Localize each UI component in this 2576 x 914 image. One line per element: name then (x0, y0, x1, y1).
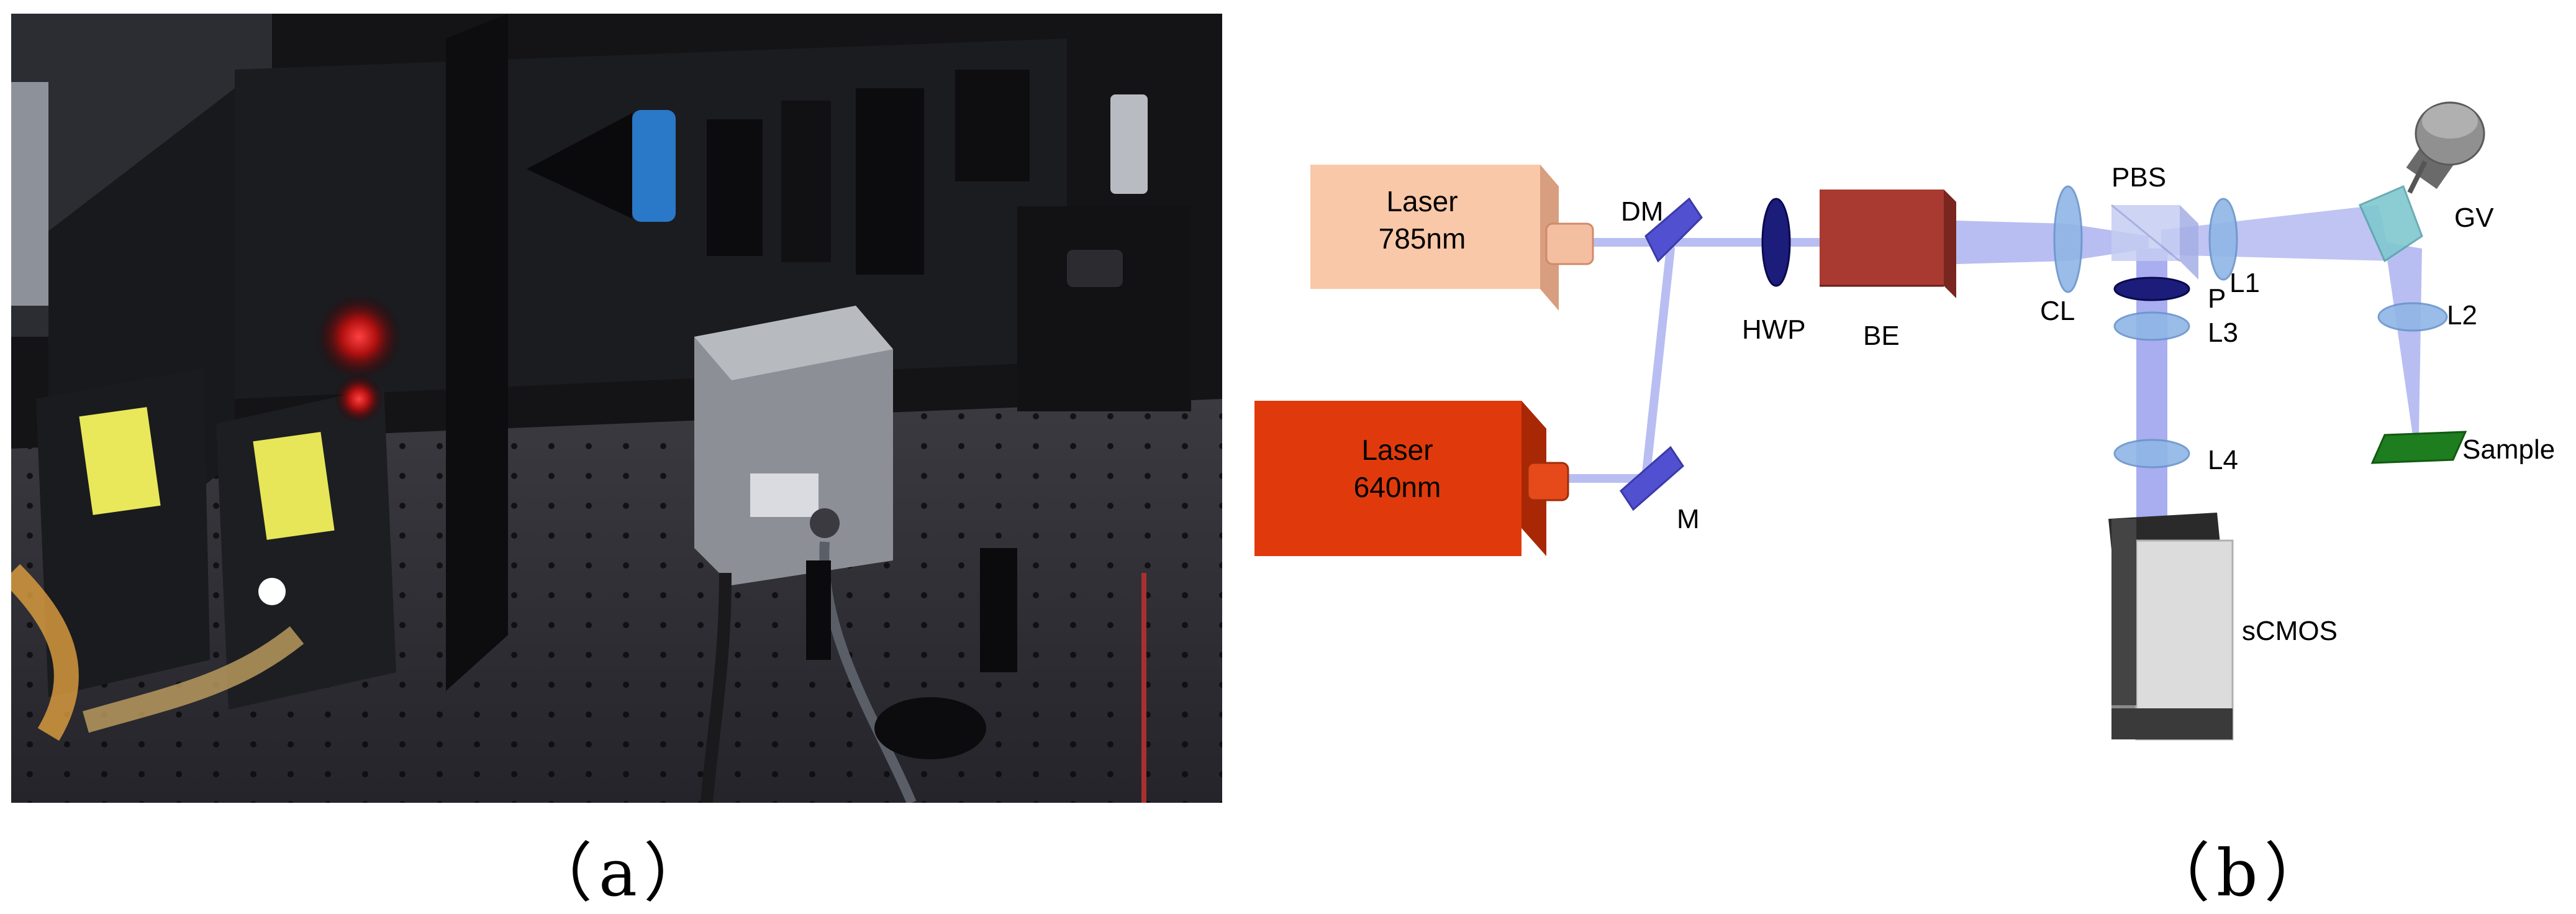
post (806, 560, 831, 660)
cylindrical-lens (2053, 185, 2083, 293)
laser-glow (334, 374, 384, 424)
galvo-mirror (2359, 185, 2423, 263)
ribbon-cable (83, 626, 304, 733)
laser-640-box: Laser 640nm (1254, 401, 1569, 556)
lens-l2 (2377, 302, 2448, 332)
l1-label: L1 (2229, 268, 2260, 298)
laser-glow (315, 293, 402, 380)
beam-be-to-cl (1956, 221, 2068, 264)
camera-side (694, 306, 893, 380)
beam-gv-to-sample (2385, 242, 2422, 435)
red-wire (1141, 573, 1146, 803)
l2-label: L2 (2447, 300, 2477, 331)
mount (856, 88, 924, 275)
sample-plate (2370, 431, 2467, 464)
gv-label: GV (2454, 203, 2494, 233)
ribbon-cable (11, 564, 79, 741)
laser-785-label-line1: Laser (1386, 185, 1458, 217)
p-label: P (2208, 283, 2226, 314)
hwp-label: HWP (1742, 314, 1806, 345)
camera-cable (701, 572, 732, 803)
mirror-m (1620, 446, 1684, 511)
polarizing-beam-splitter (2111, 204, 2198, 280)
objective-blue-ring (632, 110, 676, 222)
lens-l4 (2113, 439, 2190, 468)
post (980, 548, 1017, 672)
lens-l3 (2113, 311, 2190, 341)
laser-640-label-line1: Laser (1361, 434, 1433, 466)
polarizer (2113, 276, 2190, 301)
window-blind (11, 82, 48, 306)
laser-warning-label (253, 432, 335, 540)
beam-expander (1820, 190, 1956, 298)
laser-warning-label (79, 407, 161, 515)
beam-paths (1561, 205, 2422, 522)
optical-schematic: Laser 785nm Laser 640nm DM M HWP BE (1254, 101, 2555, 741)
micrometer (1110, 94, 1148, 194)
dichroic-mirror (1644, 197, 1703, 263)
galvo-scanner (2359, 101, 2485, 263)
camera-connector (810, 508, 840, 538)
mount (955, 70, 1030, 181)
sample-label: Sample (2462, 434, 2555, 465)
lab-setup-photo (11, 14, 1222, 803)
translation-stage (1017, 206, 1191, 411)
l4-label: L4 (2208, 445, 2238, 475)
led-indicator (258, 578, 286, 605)
m-label: M (1677, 504, 1700, 534)
lens-l1 (2208, 198, 2238, 281)
mount (781, 101, 831, 262)
pbs-label: PBS (2111, 162, 2166, 193)
l3-label: L3 (2208, 318, 2238, 348)
laser-module-left (36, 368, 210, 697)
laser-640-label-line2: 640nm (1354, 471, 1441, 503)
panel-a-label: （a） (528, 835, 715, 911)
laser-785-box: Laser 785nm (1310, 165, 1594, 311)
rotation-mount (874, 697, 986, 759)
cl-label: CL (2040, 296, 2075, 326)
laser-785-label-line2: 785nm (1379, 222, 1466, 255)
dm-label: DM (1621, 196, 1663, 227)
half-wave-plate (1761, 198, 1791, 287)
be-label: BE (1863, 321, 1900, 351)
beam-m-to-dm (1641, 244, 1675, 483)
mount (707, 119, 763, 256)
scmos-label: sCMOS (2242, 616, 2338, 646)
stage-window (1067, 250, 1123, 287)
camera-label (750, 473, 819, 517)
scmos-camera (2108, 513, 2234, 741)
laser-785-aperture (1545, 222, 1594, 265)
panel-b-label: （b） (2146, 835, 2335, 911)
laser-640-aperture (1526, 462, 1569, 501)
enclosure-divider (446, 14, 508, 691)
objective-lens (527, 113, 632, 219)
